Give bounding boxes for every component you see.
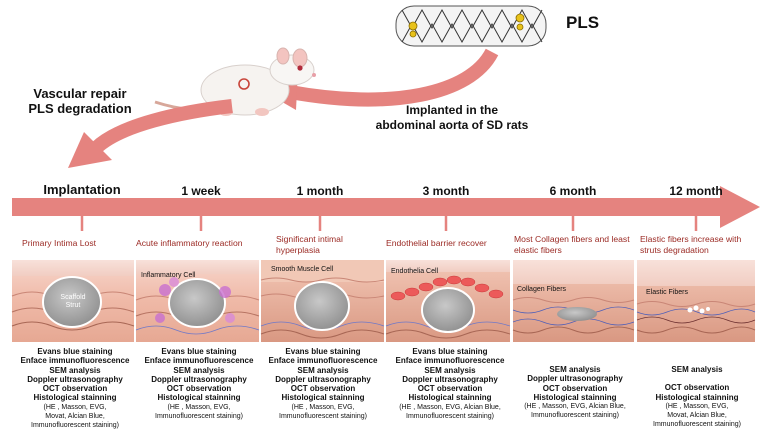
caption-smooth-muscle-cell: Smooth Muscle Cell [271,266,334,273]
methods-3-month: Evans blue staining Enface immunofluores… [388,347,512,421]
phase-title-6-month: 6 month [549,184,597,198]
caption-elastic-fibers: Elastic Fibers [646,289,689,296]
methods-12-month: SEM analysis OCT observation Histologica… [638,365,756,429]
repair-caption: Vascular repair PLS degradation [10,86,150,116]
finding-12-month: Elastic fibers increase with struts degr… [640,234,742,255]
repair-arrow [68,99,233,168]
method-item: SEM analysis [297,365,349,375]
finding-1-week: Acute inflammatory reaction [136,238,243,248]
method-item: Enface immunofluorescence [20,356,130,366]
stain-note: Immunofluorescent staining) [531,412,619,420]
stain-note: Immunofluorescent staining) [406,412,494,420]
panel-1-month [260,260,385,342]
method-item: Histological stainning [655,392,739,402]
method-spacer [638,374,756,383]
caption-collagen-fibers: Collagen Fibers [517,286,567,293]
panel-6-month [512,260,635,342]
finding-3-month: Endothelial barrier recover [386,238,487,248]
methods-1-month: Evans blue staining Enface immunofluores… [262,347,384,421]
panel-1-week [135,260,260,342]
method-item: Enface immunofluorescence [268,356,378,366]
repair-caption-line2: PLS degradation [28,101,132,116]
method-item: OCT observation [166,384,232,394]
method-item: SEM analysis [671,365,723,374]
stain-note: Immunofluorescent staining) [653,420,741,428]
method-item: SEM analysis [549,365,601,374]
method-item: Evans blue staining [161,347,237,356]
stain-note: (HE , Masson, EVG, [167,403,231,411]
phase-title-1-month: 1 month [296,184,344,198]
stain-note: Immunofluorescent staining) [279,412,367,420]
methods-1-week: Evans blue staining Enface immunofluores… [138,347,260,421]
method-item: OCT observation [542,383,608,393]
methods-implantation: Evans blue staining Enface immunofluores… [14,347,136,430]
stain-note: (HE , Masson, EVG, Alcian Blue, [399,403,501,411]
implant-caption-line1: Implanted in the [405,103,498,117]
method-item: Doppler ultrasonography [275,374,371,384]
pls-label: PLS [566,13,600,32]
caption-endothelia-cell: Endothelia Cell [391,268,439,275]
finding-6-month: Most Collagen fibers and least elastic f… [514,234,630,255]
implant-caption-line2: abdominal aorta of SD rats [375,118,529,132]
method-item: Histological stainning [408,393,492,403]
panel-3-month [385,260,511,342]
method-item: Histological stainning [281,393,365,403]
method-item: SEM analysis [173,365,225,375]
implant-caption: Implanted in the abdominal aorta of SD r… [352,103,552,133]
method-item: Evans blue staining [37,347,113,356]
finding-implantation: Primary Intima Lost [22,238,97,248]
method-item: Doppler ultrasonography [402,374,498,384]
finding-1-month: Significant intimal hyperplasia [276,234,343,255]
stain-note: (HE , Masson, EVG, [665,402,729,410]
method-item: OCT observation [290,384,356,394]
method-item: Doppler ultrasonography [527,374,623,384]
method-item: Doppler ultrasonography [27,374,123,384]
method-item: Evans blue staining [412,347,488,356]
timeline-ticks [80,214,698,231]
stent-icon [395,5,547,47]
stain-note: Movat, Alcian Blue, [667,411,727,419]
method-item: OCT observation [42,384,108,394]
methods-6-month: SEM analysis Doppler ultrasonography OCT… [514,365,636,420]
caption-inflammatory-cell: Inflammatory Cell [141,272,196,279]
method-item: Evans blue staining [285,347,361,356]
timeline-arrow [12,186,760,228]
repair-caption-line1: Vascular repair [33,86,127,101]
stain-note: Immunofluorescent staining) [155,412,243,420]
phase-title-1-week: 1 week [181,184,221,198]
method-item: Enface immunofluorescence [144,356,254,366]
panel-implantation [11,260,135,342]
method-item: Histological stainning [533,392,617,402]
method-item: OCT observation [417,384,483,394]
method-item: Doppler ultrasonography [151,374,247,384]
phase-title-3-month: 3 month [422,184,470,198]
method-item: Histological stainning [33,393,117,403]
stain-note: Immunofluorescent staining) [31,421,119,429]
phase-title-implantation: Implantation [43,182,121,197]
stain-note: (HE , Masson, EVG, Alcian Blue, [524,403,626,411]
stain-note: Movat, Alcian Blue, [45,412,105,420]
phase-title-12-month: 12 month [669,184,723,198]
method-item: OCT observation [664,383,730,393]
method-item: Histological stainning [157,393,241,403]
method-item: SEM analysis [49,365,101,375]
method-item: SEM analysis [424,365,476,375]
method-item: Enface immunofluorescence [395,356,505,366]
caption-scaffold-strut: Scaffold Strut [60,294,86,309]
stain-note: (HE , Masson, EVG, [291,403,355,411]
panel-12-month [636,260,756,342]
stain-note: (HE , Masson, EVG, [43,403,107,411]
